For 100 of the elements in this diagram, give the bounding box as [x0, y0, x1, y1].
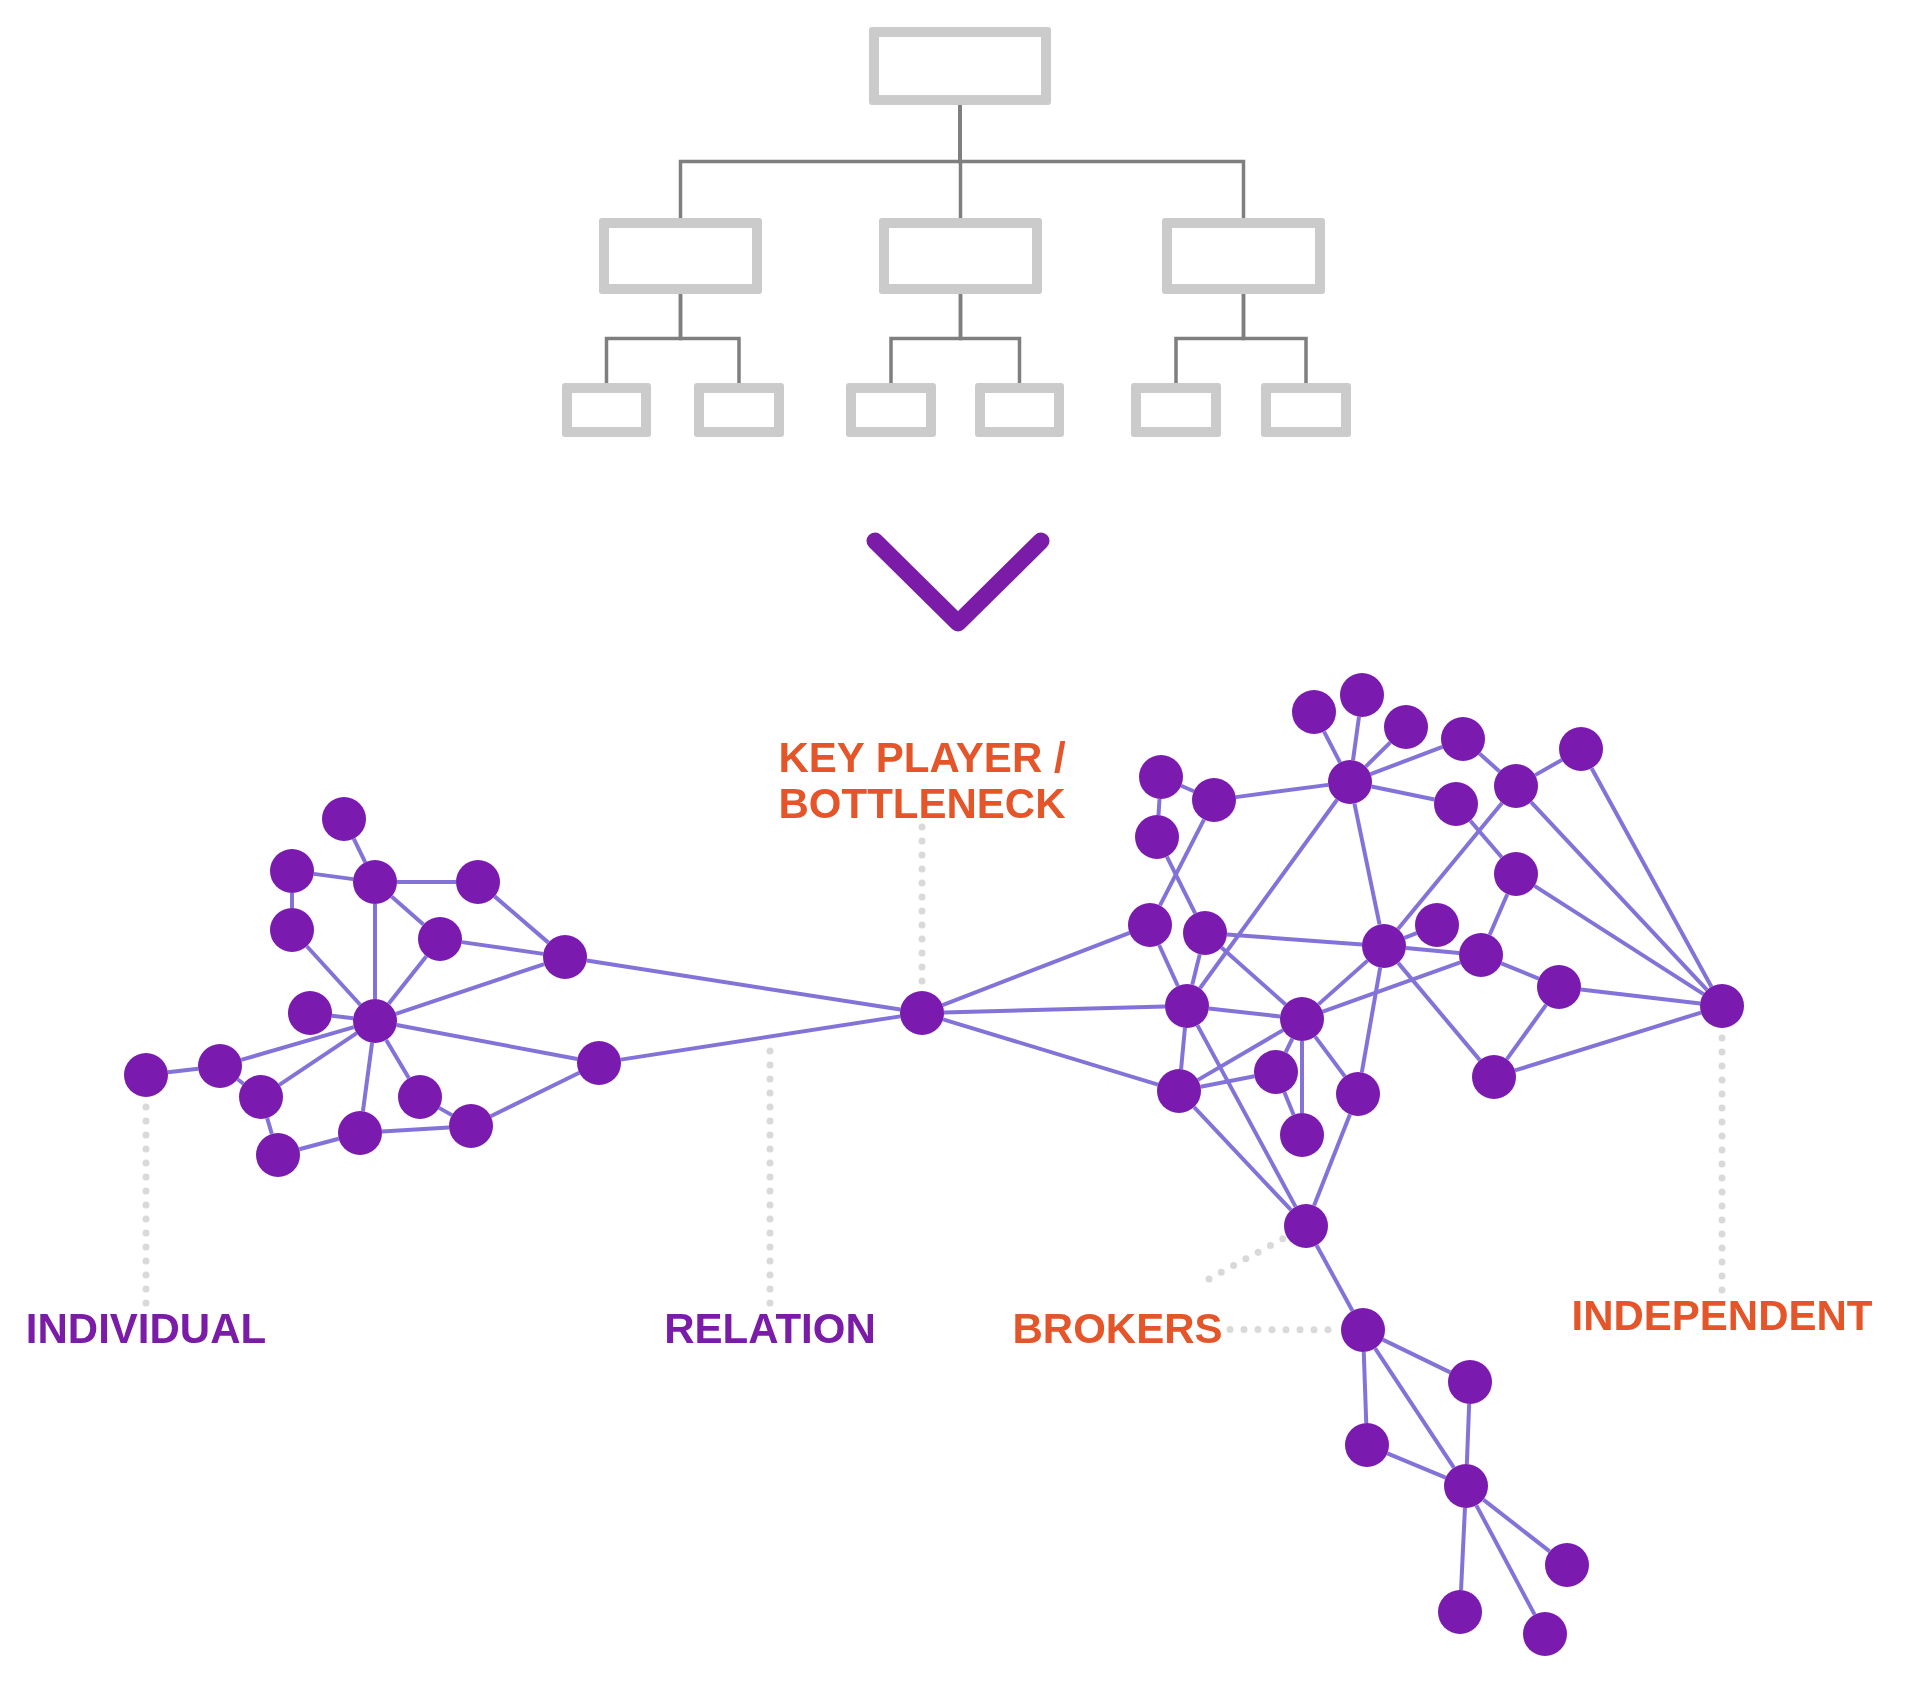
relation-line — [438, 1106, 453, 1117]
relation-line — [298, 1136, 340, 1152]
org-chart-box — [599, 218, 762, 294]
network-node — [1165, 984, 1209, 1028]
relation-line — [1589, 767, 1714, 988]
relation-line — [1352, 803, 1382, 925]
relation-line — [1505, 1003, 1548, 1061]
network-node — [198, 1044, 242, 1088]
relation-line — [1283, 1037, 1295, 1054]
network-node — [124, 1053, 168, 1097]
network-node — [577, 1041, 621, 1085]
network-node — [270, 908, 314, 952]
relation-line — [1529, 800, 1709, 992]
relation-line — [1317, 959, 1369, 1006]
org-chart-box — [1131, 383, 1221, 437]
relation-line — [493, 894, 550, 945]
org-chart-box — [846, 383, 936, 437]
network-node — [1345, 1423, 1389, 1467]
relation-line — [1198, 798, 1339, 990]
relation-line — [1158, 818, 1206, 907]
network-node — [353, 860, 397, 904]
leader-line — [766, 1046, 774, 1307]
relation-line — [1322, 960, 1461, 1014]
relation-line — [1179, 1027, 1187, 1070]
connector-line — [958, 294, 1022, 383]
relation-line — [1534, 758, 1563, 777]
network-node — [1292, 690, 1336, 734]
relation-line — [1312, 1113, 1352, 1207]
network-node — [1545, 1543, 1589, 1587]
relation-line — [1474, 1504, 1537, 1616]
network-node — [1494, 764, 1538, 808]
relation-line — [167, 1066, 199, 1075]
relation-line — [1165, 855, 1197, 915]
network-node — [1559, 727, 1603, 771]
relation-line — [387, 955, 428, 1005]
callout-label: BROKERS — [1012, 1306, 1223, 1352]
relation-line — [943, 1004, 1166, 1015]
network-node — [1444, 1464, 1488, 1508]
network-node — [418, 917, 462, 961]
network-node — [288, 991, 332, 1035]
network-node — [456, 860, 500, 904]
callout-label: INDIVIDUAL — [25, 1306, 267, 1352]
relation-line — [265, 1117, 274, 1135]
relation-line — [1226, 932, 1363, 947]
relation-line — [1381, 1337, 1452, 1375]
network-node — [1280, 1113, 1324, 1157]
relation-line — [1580, 987, 1701, 1006]
relation-line — [1157, 944, 1180, 987]
network-node — [1362, 924, 1406, 968]
relation-line — [290, 893, 294, 908]
network-node — [398, 1075, 442, 1119]
network-node — [1157, 1069, 1201, 1113]
network-node — [270, 849, 314, 893]
relation-line — [1195, 1024, 1298, 1208]
network-node — [1336, 1072, 1380, 1116]
relation-line — [331, 1013, 354, 1021]
relation-line — [390, 895, 425, 926]
network-node — [322, 797, 366, 841]
network-node — [256, 1133, 300, 1177]
relation-line — [1396, 961, 1482, 1062]
relation-line — [1500, 961, 1540, 981]
relation-line — [278, 1031, 358, 1087]
network-node — [239, 1075, 283, 1119]
network-node — [1438, 1590, 1482, 1634]
relation-line — [1220, 946, 1287, 1006]
relation-line — [1459, 1507, 1467, 1591]
relation-line — [1190, 953, 1202, 986]
relation-line — [1200, 1074, 1255, 1089]
relation-line — [1313, 1035, 1347, 1078]
relation-line — [240, 1025, 355, 1062]
relation-line — [1487, 893, 1510, 936]
relation-line — [1196, 1028, 1285, 1082]
relation-line — [395, 962, 545, 1016]
org-chart-box — [879, 218, 1042, 294]
relation-line — [313, 871, 354, 882]
relation-line — [1351, 716, 1361, 761]
callout-label: INDEPENDENT — [1571, 1293, 1873, 1339]
network-node — [1254, 1050, 1298, 1094]
relation-line — [1314, 1244, 1355, 1312]
network-node — [1472, 1055, 1516, 1099]
relation-line — [586, 958, 901, 1012]
relation-line — [305, 944, 362, 1007]
network-node — [1340, 673, 1384, 717]
connector-line — [958, 105, 1246, 218]
network-node — [1523, 1612, 1567, 1656]
relation-line — [1468, 819, 1504, 859]
relation-line — [1373, 1347, 1456, 1469]
relation-line — [1405, 946, 1460, 955]
relation-line — [1180, 783, 1195, 794]
relation-line — [1403, 931, 1418, 940]
network-node — [1135, 815, 1179, 859]
org-chart-box — [975, 383, 1064, 437]
network-node — [1459, 933, 1503, 977]
connector-line — [1241, 294, 1308, 383]
network-node — [353, 999, 397, 1043]
network-node — [1537, 965, 1581, 1009]
relation-line — [1514, 1010, 1702, 1073]
network-node — [338, 1111, 382, 1155]
relation-line — [1361, 1351, 1369, 1424]
relation-line — [1482, 1497, 1551, 1554]
